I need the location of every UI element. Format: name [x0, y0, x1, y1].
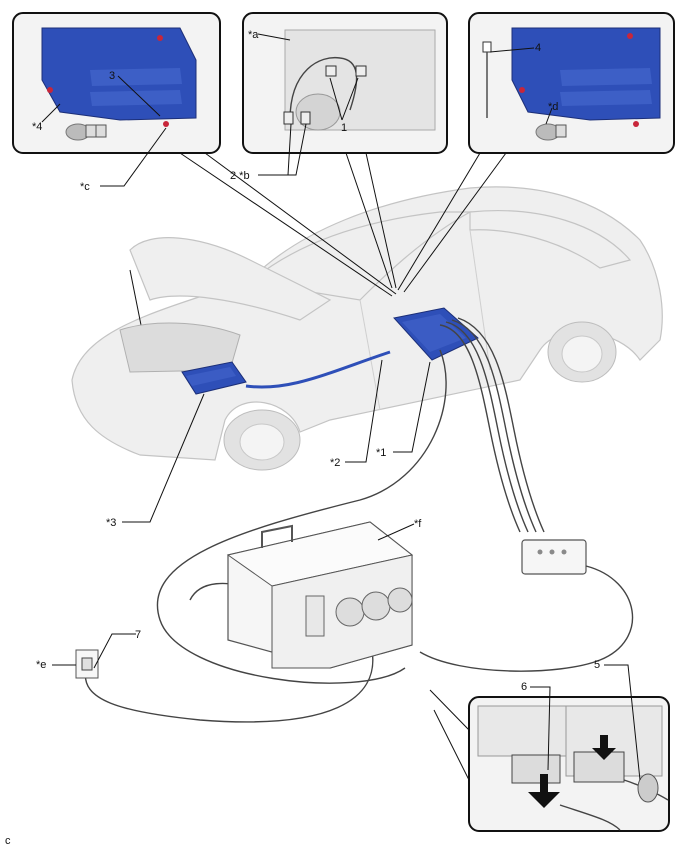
charger-device — [226, 521, 414, 669]
inset-box-right — [468, 12, 675, 154]
inset-box-bottom — [468, 696, 670, 832]
corner-code: c — [5, 835, 11, 847]
label-3: 3 — [109, 70, 115, 82]
label-3-star: *3 — [106, 517, 116, 529]
wall-outlet — [75, 649, 99, 679]
label-f-star: *f — [414, 518, 422, 530]
front-component-highlight — [181, 361, 247, 395]
inset-box-left — [12, 12, 221, 154]
label-7: 7 — [135, 629, 141, 641]
label-4-star: *4 — [32, 121, 42, 133]
label-e-star: *e — [36, 659, 46, 671]
callout-labels: *4 3 *c *a 1 2 *b 4 *d *2 *1 *3 *f 7 *e … — [5, 29, 600, 847]
label-a-star: *a — [248, 29, 259, 41]
cables — [84, 317, 634, 723]
vehicle-illustration — [71, 186, 663, 471]
inset-callout-lines — [179, 152, 507, 297]
label-d-star: *d — [548, 101, 558, 113]
label-2-star: *2 — [330, 457, 340, 469]
label-1-star: *1 — [376, 447, 386, 459]
label-5: 5 — [594, 659, 600, 671]
label-6: 6 — [521, 681, 527, 693]
inset-box-center — [242, 12, 448, 154]
blue-harness — [245, 350, 391, 389]
label-4: 4 — [535, 42, 541, 54]
label-2-b-star: 2 *b — [230, 170, 250, 182]
label-1: 1 — [341, 122, 347, 134]
label-c-star: *c — [80, 181, 90, 193]
leader-lines — [41, 33, 641, 781]
